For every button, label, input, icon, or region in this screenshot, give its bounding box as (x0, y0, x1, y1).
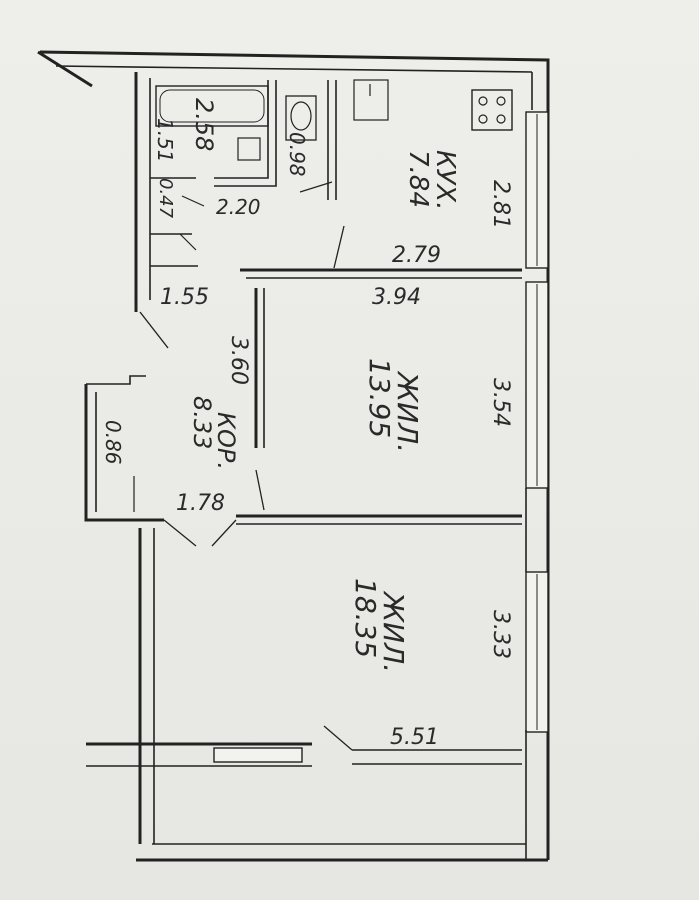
living1-area: 13.95 (363, 358, 396, 438)
balcony-door-swing (323, 725, 353, 751)
living2-door-swing (163, 519, 197, 547)
stove-burner (478, 96, 488, 106)
living1-door-swing (255, 469, 265, 511)
corridor-closet-top (86, 375, 146, 385)
dim-living1-width: 3.94 (372, 285, 421, 310)
dim-corridor-width: 1.78 (176, 491, 225, 516)
stove-burner (496, 96, 506, 106)
living2-area: 18.35 (349, 578, 382, 658)
corridor-area: 8.33 (188, 396, 216, 449)
kitchen-area: 7.84 (403, 150, 433, 208)
living2-name: ЖИЛ. (377, 590, 410, 673)
bathroom-area: 2.58 (190, 98, 218, 151)
dim-bath-width: 2.20 (216, 195, 261, 219)
kitchen-door-swing (333, 225, 345, 269)
closet-corridor-area: 0.86 (101, 420, 125, 465)
toilet-fixture (285, 95, 317, 141)
living2-door-swing-2 (211, 519, 237, 547)
dim-living2-side: 3.33 (488, 610, 513, 659)
toilet-door-swing (299, 181, 333, 193)
dim-living1-side: 3.54 (488, 378, 513, 427)
toilet-area: 0.98 (285, 132, 309, 177)
bathroom-partition-inner (214, 80, 277, 187)
outer-wall-corner-diagonal (37, 50, 93, 88)
stove (471, 89, 513, 131)
stove-burner (478, 114, 488, 124)
living1-name: ЖИЛ. (391, 370, 424, 453)
dim-kitchen-width: 2.79 (392, 243, 441, 268)
dim-living2-width: 5.51 (390, 725, 439, 750)
kitchen-name: КУХ. (430, 150, 460, 210)
sink (237, 137, 261, 161)
corridor-name: КОР. (212, 412, 240, 470)
balcony-door (213, 747, 303, 763)
toilet-bowl (290, 101, 312, 131)
dim-hall-width: 1.55 (160, 285, 209, 310)
corridor-closet-outer (84, 384, 164, 522)
dim-corridor-len: 3.60 (226, 336, 251, 385)
stove-burner (496, 114, 506, 124)
kitchen-sink (353, 79, 389, 121)
closet-small-door (181, 195, 205, 207)
outer-wall-top-inner (55, 65, 533, 73)
bathtub-basin (159, 89, 265, 123)
bathroom-partition (214, 80, 269, 179)
closet-small-area: 0.47 (155, 178, 176, 219)
dim-kitchen-side: 2.81 (488, 180, 513, 229)
closet-small-door-2 (179, 233, 197, 251)
dim-bath-side: 1.51 (153, 118, 177, 163)
entry-door-swing (139, 311, 169, 349)
